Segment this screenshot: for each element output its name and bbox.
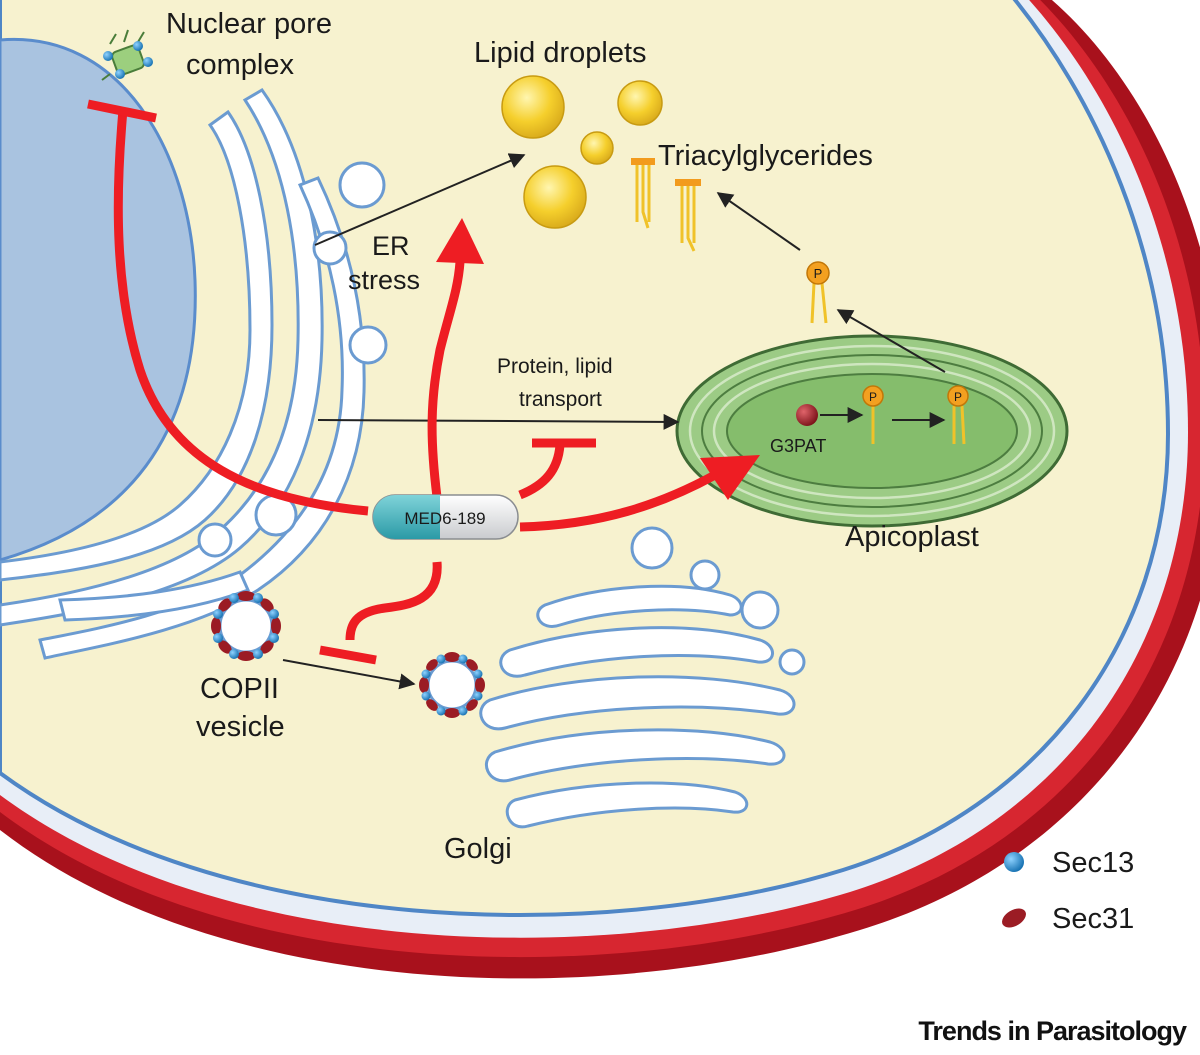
endoplasmic-reticulum <box>0 88 388 660</box>
inhibition-nuclear-pore <box>113 109 369 516</box>
er-vesicle-5 <box>197 522 233 558</box>
exported-lipid-icon <box>806 261 830 324</box>
label-er-stress-line1: ER <box>372 231 410 261</box>
label-lipid-droplets: Lipid droplets <box>474 37 647 69</box>
golgi-vesicle-1 <box>630 526 674 570</box>
label-p-lpa: P <box>869 390 877 404</box>
label-copii-line1: COPII <box>200 673 279 705</box>
golgi-vesicle-4 <box>778 648 806 676</box>
golgi-cisterna-5 <box>505 781 749 829</box>
black-arrows <box>282 153 946 690</box>
er-vesicle-1 <box>338 161 386 209</box>
arrow-pa-to-export <box>836 309 946 373</box>
label-copii-line2: vesicle <box>196 711 285 743</box>
label-p-export: P <box>814 266 823 281</box>
lipid-droplets <box>501 75 663 229</box>
golgi-cisterna-2 <box>499 626 774 678</box>
golgi-cisterna-1 <box>536 584 743 628</box>
nuclear-pore-complex-icon <box>101 29 153 81</box>
label-er-stress-line2: stress <box>348 265 420 295</box>
er-cisterna-2 <box>0 88 324 627</box>
triacylglyceride-icon-2 <box>675 179 701 252</box>
er-cisterna-4 <box>58 570 251 622</box>
lysophosphatidic-acid-icon <box>862 385 884 444</box>
label-nuclear-pore-line2: complex <box>186 49 294 81</box>
label-p-pa: P <box>954 390 962 404</box>
arrow-copii-to-golgi <box>282 659 416 690</box>
inhibition-nuclear-pore-bar <box>87 99 157 123</box>
drug-label: MED6-189 <box>404 509 485 528</box>
label-apicoplast: Apicoplast <box>845 521 979 553</box>
label-transport-line2: transport <box>519 388 602 411</box>
nucleus <box>0 37 197 562</box>
g3p-molecule-icon <box>796 404 818 426</box>
golgi-apparatus <box>479 526 806 829</box>
arrow-er-to-apicoplast <box>317 413 680 430</box>
er-cisterna-1 <box>0 109 274 582</box>
inhibition-copii <box>345 561 442 641</box>
er-vesicle-3 <box>348 325 388 365</box>
nuclear-envelope <box>0 37 197 562</box>
label-g3pat: G3PAT <box>770 436 826 456</box>
legend: Sec13 Sec31 <box>1002 847 1134 935</box>
red-drug-effects <box>87 99 718 665</box>
label-triacylglycerides: Triacylglycerides <box>658 140 873 172</box>
label-golgi: Golgi <box>444 833 512 865</box>
inhibition-copii-bar <box>319 645 377 665</box>
legend-sec31-label: Sec31 <box>1052 903 1134 935</box>
golgi-cisterna-4 <box>484 728 786 783</box>
journal-name: Trends in Parasitology <box>918 1016 1187 1046</box>
lipid-droplet-3 <box>580 131 614 165</box>
label-nuclear-pore-line1: Nuclear pore <box>166 8 332 40</box>
lipid-droplet-1 <box>501 75 565 139</box>
triacylglyceride-icon-1 <box>631 158 655 229</box>
golgi-vesicle-2 <box>689 559 721 591</box>
label-transport-line1: Protein, lipid <box>497 355 613 378</box>
er-cisterna-3 <box>38 176 366 660</box>
activation-apicoplast <box>519 471 718 532</box>
phosphatidic-acid-icon <box>947 385 969 445</box>
golgi-cisterna-3 <box>479 675 796 731</box>
legend-sec13-label: Sec13 <box>1052 847 1134 879</box>
er-vesicle-2 <box>312 230 348 266</box>
arrow-er-to-lipid-droplets <box>314 153 526 246</box>
golgi-vesicle-3 <box>740 590 780 630</box>
activation-er-stress <box>427 261 465 498</box>
sec31-ellipse-icon <box>1002 908 1026 928</box>
lipid-droplet-2 <box>617 80 663 126</box>
arrowhead-er-stress <box>436 218 484 264</box>
med6-189-pill: MED6-189 <box>372 494 519 540</box>
sec13-dot-icon <box>1004 852 1024 872</box>
copii-vesicle-golgi-icon <box>419 652 485 718</box>
arrow-export-to-tag <box>716 192 801 251</box>
lipid-droplet-4 <box>523 165 587 229</box>
inhibition-transport <box>518 444 565 500</box>
copii-vesicle-icon <box>211 591 281 661</box>
arrowhead-apicoplast <box>700 455 760 500</box>
